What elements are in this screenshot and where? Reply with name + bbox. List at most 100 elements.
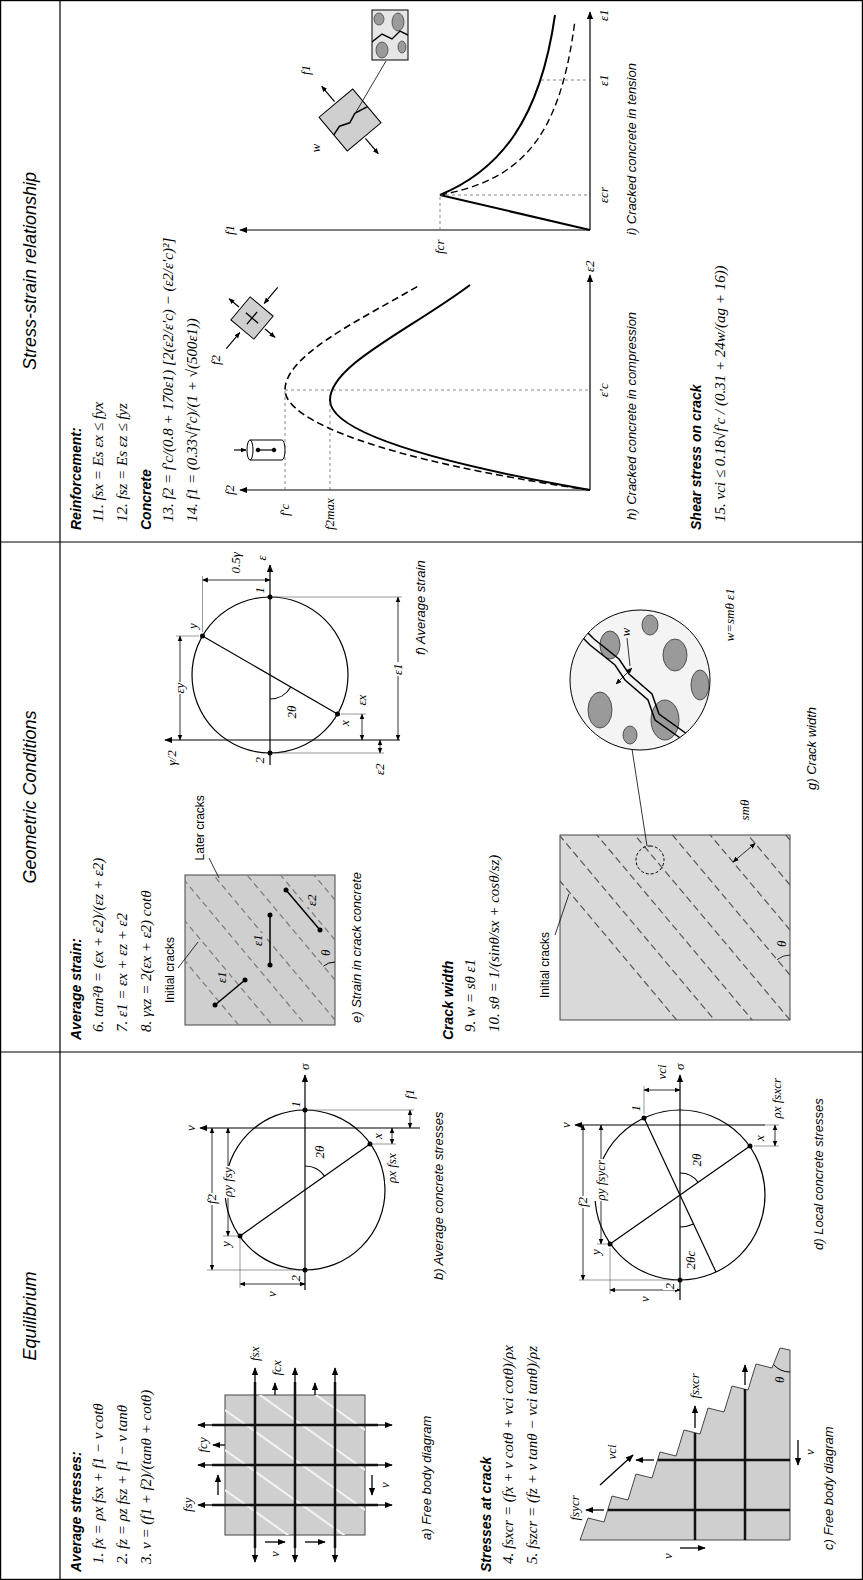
symbol-label: ε′c	[597, 382, 611, 398]
free-body-element-part-part	[212, 1504, 378, 1507]
compression-curve-part-part-part	[264, 287, 277, 303]
symbol-label: y	[219, 1240, 233, 1248]
crack-width-element-part	[636, 846, 664, 874]
equation: 1. fx = ρx fsx + f1 − v cotθ	[90, 1403, 107, 1564]
compression-curve-part	[589, 275, 590, 490]
symbol-label: w	[619, 627, 633, 638]
mohr-circle-local-part	[575, 1124, 765, 1125]
symbol-label: fsycr	[568, 1494, 582, 1521]
compression-curve-part	[330, 285, 590, 490]
symbol-label: y	[186, 622, 200, 630]
compression-curve-part	[272, 448, 276, 452]
mohr-circle-average-part-part	[368, 1142, 373, 1147]
crack-width-element-part-part	[616, 668, 632, 684]
mohr-circle-local-part	[579, 1086, 779, 1294]
equation: 7. ε1 = εx + εz + ε2	[114, 913, 131, 1032]
free-body-at-crack-part-part	[744, 1389, 747, 1540]
symbol-label: 2θ	[313, 1145, 327, 1160]
free-body-element-part-part	[294, 1368, 295, 1382]
strain-element-part-part	[269, 915, 271, 965]
mohr-circle-local-part	[680, 1173, 698, 1182]
free-body-element-part-part	[213, 1444, 225, 1445]
symbol-label: θ	[319, 949, 333, 957]
mohr-circle-strain-part-part	[274, 597, 402, 598]
mohr-circle-average-part-part	[240, 1284, 305, 1285]
mohr-circle-local-part-part	[597, 1244, 607, 1245]
compression-curve-part-part	[231, 297, 273, 339]
figure-caption: g) Crack width	[805, 707, 820, 790]
symbol-label: f2	[223, 484, 237, 496]
free-body-at-crack-part-part	[636, 1459, 654, 1460]
mohr-circle-average-part	[240, 1144, 370, 1236]
mohr-circle-local-part-part	[642, 1116, 647, 1121]
mohr-circle-strain-part-part	[203, 580, 271, 581]
mohr-circle-local-part-part	[765, 1125, 779, 1126]
section-heading: Crack width	[440, 961, 456, 1040]
free-body-element-part	[198, 1368, 392, 1562]
equation: 4. fsxcr = (fx + v cotθ + vci cotθ)/ρx	[500, 1345, 517, 1564]
strain-element-part-part	[284, 888, 289, 893]
mohr-circle-average-part	[305, 1166, 325, 1176]
compression-curve-part-part-part	[265, 329, 275, 337]
compression-curve-part	[250, 440, 285, 460]
equation: 10. sθ = 1/(sinθ/sx + cosθ/sz)	[486, 855, 503, 1032]
mohr-circle-local-part	[583, 1090, 775, 1290]
crack-width-element-part-part	[733, 843, 755, 862]
strain-element-part-part	[213, 1003, 218, 1008]
free-body-at-crack-part-part	[744, 1365, 745, 1385]
tension-curve-part-part	[440, 195, 441, 230]
column-heading: Stress-strain relationship	[20, 172, 41, 370]
symbol-label: σ	[298, 1063, 312, 1071]
crack-width-element-part-part	[632, 749, 647, 846]
free-body-element-part-part	[212, 1464, 378, 1467]
mohr-circle-local-part-part	[775, 1125, 776, 1146]
symbol-label: fsxcr	[688, 1372, 702, 1399]
crack-width-element-part	[555, 749, 790, 960]
section-heading: Average strain:	[68, 938, 84, 1040]
symbol-label: f2	[205, 1193, 219, 1205]
symbol-label: v	[559, 1121, 573, 1129]
symbol-label: θ	[773, 1376, 787, 1384]
symbol-label: v	[184, 1124, 198, 1132]
symbol-label: 1	[289, 1100, 303, 1109]
mohr-circle-average-part-part	[410, 1110, 411, 1128]
mohr-circle-average-part-part	[309, 1110, 414, 1111]
symbol-label: fcr	[433, 239, 447, 255]
symbol-label: ε	[255, 554, 269, 561]
equation: 6. tan²θ = (εx + ε2)/(εz + ε2)	[90, 858, 107, 1032]
free-body-at-crack-part	[608, 1389, 790, 1540]
free-body-at-crack-part-part	[694, 1406, 695, 1428]
symbol-label: σ	[673, 1063, 687, 1071]
mohr-circle-strain-part-part	[341, 714, 366, 715]
figure-caption: a) Free body diagram	[420, 1416, 435, 1540]
mohr-circle-local-part-part	[678, 1278, 683, 1283]
mohr-circle-average-part-part	[303, 1268, 308, 1273]
mohr-circle-average-part	[200, 1127, 420, 1128]
symbol-label: ε2	[583, 259, 597, 273]
mohr-circle-average-part-part	[392, 1128, 393, 1144]
mohr-circle-local-part-part	[610, 1248, 611, 1294]
free-body-at-crack-part	[586, 1365, 798, 1548]
crack-width-element-part	[570, 610, 710, 750]
symbol-label: ε1	[391, 662, 405, 676]
symbol-label: ρy fsy	[221, 1166, 235, 1198]
crack-width-element-part-part	[642, 615, 658, 635]
free-body-at-crack-part	[580, 1348, 790, 1540]
header-cell: Geometric Conditions	[0, 542, 60, 1052]
strain-element-part	[213, 888, 323, 1008]
mohr-circle-strain-part-part	[380, 740, 381, 753]
free-body-element-part-part	[378, 1504, 392, 1505]
symbol-label: 2	[253, 756, 267, 765]
table-grid-part	[59, 0, 60, 1580]
tension-curve-part-part	[374, 13, 384, 25]
mohr-circle-strain-part-part	[362, 714, 363, 740]
mohr-circle-strain	[165, 565, 402, 765]
symbol-label: ε2	[305, 893, 319, 907]
free-body-element-part	[212, 1382, 378, 1548]
callout-label: Initial cracks	[539, 931, 552, 999]
mohr-circle-average-part	[207, 1110, 414, 1288]
symbol-label: v	[638, 1295, 652, 1303]
crack-width-element-part-part	[777, 955, 790, 960]
